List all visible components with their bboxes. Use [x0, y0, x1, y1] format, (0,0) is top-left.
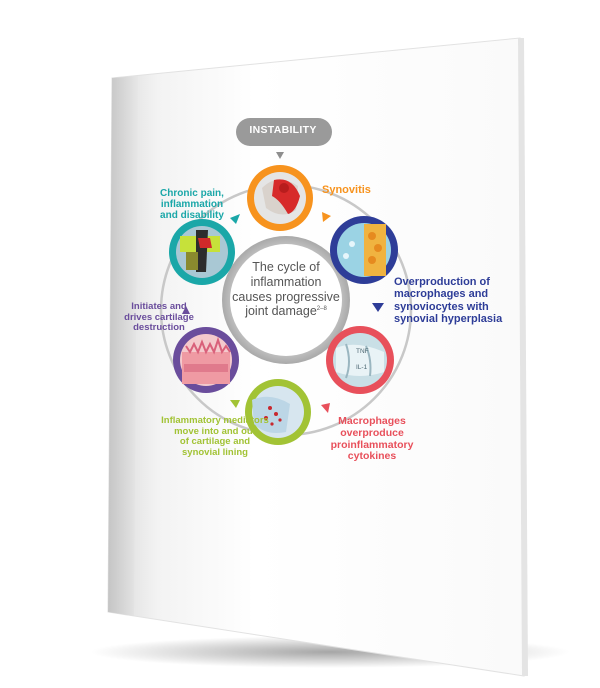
cartilage-line-3: destruction	[133, 322, 185, 334]
cartilage-line-2: drives cartilage	[124, 311, 194, 323]
mediators-line-2: move into and out	[174, 425, 256, 437]
cartilage-node	[173, 327, 239, 393]
overproduction-line-2: macrophages and	[394, 288, 489, 301]
center-line-2: inflammation	[250, 274, 322, 289]
center-refs: 2–8	[316, 306, 327, 313]
pain-line-1: Chronic pain,	[160, 188, 224, 199]
synovitis-label: Synovitis	[322, 184, 371, 196]
tnf-label: TNF	[356, 348, 369, 355]
overproduction-node	[330, 216, 398, 284]
macrophages-line-2: overproduce	[340, 426, 404, 439]
instability-label: INSTABILITY	[249, 124, 317, 136]
il1-label: IL-1	[356, 364, 368, 371]
overproduction-label: Overproduction of macrophages and synovi…	[394, 276, 502, 325]
overproduction-line-3: synoviocytes with	[394, 300, 489, 313]
arrow-pain-to-synovitis	[230, 214, 240, 224]
mediators-node	[245, 379, 311, 445]
brochure-edge	[518, 38, 528, 676]
overproduction-line-4: synovial hyperplasia	[394, 312, 503, 325]
macrophages-line-1: Macrophages	[338, 415, 406, 427]
mediators-line-1: Inflammatory mediators	[161, 415, 269, 426]
macrophages-node	[326, 326, 394, 394]
center-line-3: causes progressive	[232, 289, 340, 304]
macrophages-line-3: proinflammatory	[330, 438, 414, 451]
center-line-4-text: joint damage	[245, 304, 317, 319]
brochure-spine	[108, 76, 138, 616]
center-caption: The cycle of inflammation causes progres…	[228, 260, 344, 319]
macrophages-line-4: cytokines	[347, 450, 397, 463]
pain-label: Chronic pain, inflammation and disabilit…	[152, 188, 232, 222]
pain-node	[169, 219, 235, 285]
pain-line-2: inflammation	[160, 199, 224, 211]
instability-pill	[236, 118, 332, 146]
synovitis-node	[247, 165, 313, 231]
arrow-macrophages-to-mediators	[321, 403, 330, 413]
arrow-mediators-to-cartilage	[230, 400, 240, 408]
cartilage-label: Initiates and drives cartilage destructi…	[116, 301, 202, 334]
pain-line-3: and disability	[160, 210, 224, 222]
cartilage-line-1: Initiates and	[131, 301, 187, 312]
mediators-label: Inflammatory mediators move into and out…	[150, 415, 280, 459]
arrow-synovitis-to-overproduction	[322, 212, 331, 222]
mediators-line-4: synovial lining	[182, 446, 248, 458]
instability-arrow	[276, 152, 284, 159]
macrophages-label: Macrophages overproduce proinflammatory …	[330, 415, 414, 463]
arrow-cartilage-to-pain	[182, 306, 190, 314]
center-line-1: The cycle of	[252, 260, 320, 274]
arrow-overproduction-to-macrophages	[372, 303, 384, 312]
overproduction-line-1: Overproduction of	[394, 276, 490, 288]
center-line-4: joint damage2–8	[228, 304, 344, 319]
mediators-line-3: of cartilage and	[179, 436, 251, 448]
center-disc	[230, 244, 342, 356]
